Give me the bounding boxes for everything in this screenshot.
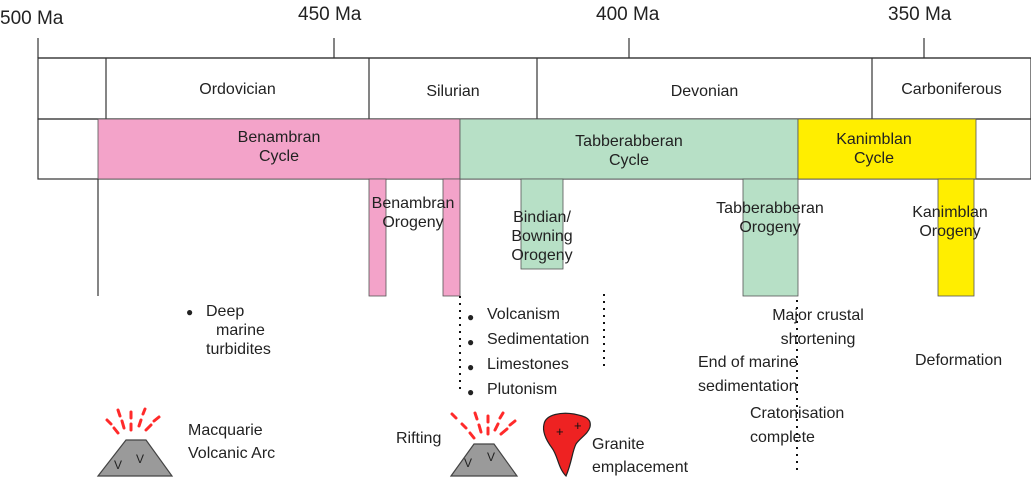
cratonisation-note: Cratonisation complete [750,402,844,450]
period-carboniferous: Carboniferous [901,81,1002,98]
bullet-item: Sedimentation [467,327,589,355]
note-line: Granite [592,436,645,453]
svg-text:+: + [556,424,564,439]
cycle-line: Cycle [853,150,894,168]
tabberabberan-events-list: Volcanism Sedimentation Limestones Pluto… [467,302,589,405]
note-line: Macquarie [188,422,263,439]
granite-label: Granite emplacement [592,433,688,479]
tabberabberan-cycle-bar [459,118,799,180]
note-line: Cratonisation [750,405,845,422]
note-line: sedimentation [698,378,798,395]
period-silurian: Silurian [426,83,480,100]
orogeny-line: Orogeny [919,223,981,241]
tabberabberan-cycle-label: Tabberabberan Cycle [460,132,798,170]
bullet-item: Deep [186,302,271,321]
bullet-item: Plutonism [467,377,589,405]
tick-label-350: 350 Ma [888,4,952,25]
kanimblan-orogeny-bar [937,178,975,297]
orogeny-line: Kanimblan [912,204,988,221]
note-line: shortening [780,331,856,348]
note-line: turbidites [206,341,271,359]
cycle-line: Benambran [237,129,321,146]
granite-blob-icon: + + [542,412,591,478]
major-crustal-note: Major crustal shortening [752,304,884,352]
tick-label-450: 450 Ma [298,4,362,25]
orogeny-line: Bowning [511,228,573,246]
note-line: End of marine [698,354,798,371]
svg-text:V: V [464,456,472,470]
volcano-icon: V V [96,407,174,477]
orogeny-line: Bindian/ [513,209,571,226]
note-line: marine [216,322,265,340]
tick-label-400: 400 Ma [596,4,660,25]
benambran-cycle-label: Benambran Cycle [98,128,460,166]
orogeny-line: Benambran [371,195,455,212]
bindian-orogeny-label: Bindian/ Bowning Orogeny [492,208,592,266]
tabberabberan-orogeny-bar [742,178,799,297]
cycle-line: Cycle [608,152,649,170]
svg-text:+: + [574,418,582,433]
rifting-label: Rifting [396,430,442,447]
deep-marine-note: Deep marine turbidites [186,302,271,360]
benambran-cycle-bar [97,118,461,180]
kanimblan-cycle-bar [797,118,977,180]
note-line: emplacement [592,459,689,476]
bindian-orogeny-bar [520,178,564,270]
kanimblan-orogeny-label: Kanimblan Orogeny [900,203,1000,241]
benambran-orogeny-bar-1 [368,178,387,297]
macquarie-label: Macquarie Volcanic Arc [188,419,275,465]
period-ordovician: Ordovician [199,81,276,98]
orogeny-line: Orogeny [739,219,801,237]
period-devonian: Devonian [670,83,739,100]
cycle-line: Cycle [258,148,299,166]
kanimblan-cycle-label: Kanimblan Cycle [798,130,950,168]
orogeny-line: Tabberabberan [716,200,824,217]
benambran-orogeny-label: Benambran Orogeny [358,194,468,232]
note-line: Volcanic Arc [188,445,276,462]
end-marine-note: End of marine sedimentation [698,351,798,399]
orogeny-line: Orogeny [511,247,573,265]
tick-label-500: 500 Ma [0,8,64,29]
cycle-line: Tabberabberan [575,133,683,150]
orogeny-line: Orogeny [382,214,444,232]
tabberabberan-orogeny-label: Tabberabberan Orogeny [700,199,840,237]
svg-text:V: V [114,458,122,472]
rifting-volcano-icon: V V [449,411,519,477]
benambran-orogeny-bar-2 [442,178,461,297]
bullet-item: Limestones [467,352,589,380]
note-line: complete [750,429,815,446]
deformation-note: Deformation [915,352,1003,369]
note-line: Major crustal [772,307,864,324]
cycle-line: Kanimblan [836,131,912,148]
svg-text:V: V [487,450,495,464]
bullet-item: Volcanism [467,302,589,330]
svg-text:V: V [136,452,144,466]
